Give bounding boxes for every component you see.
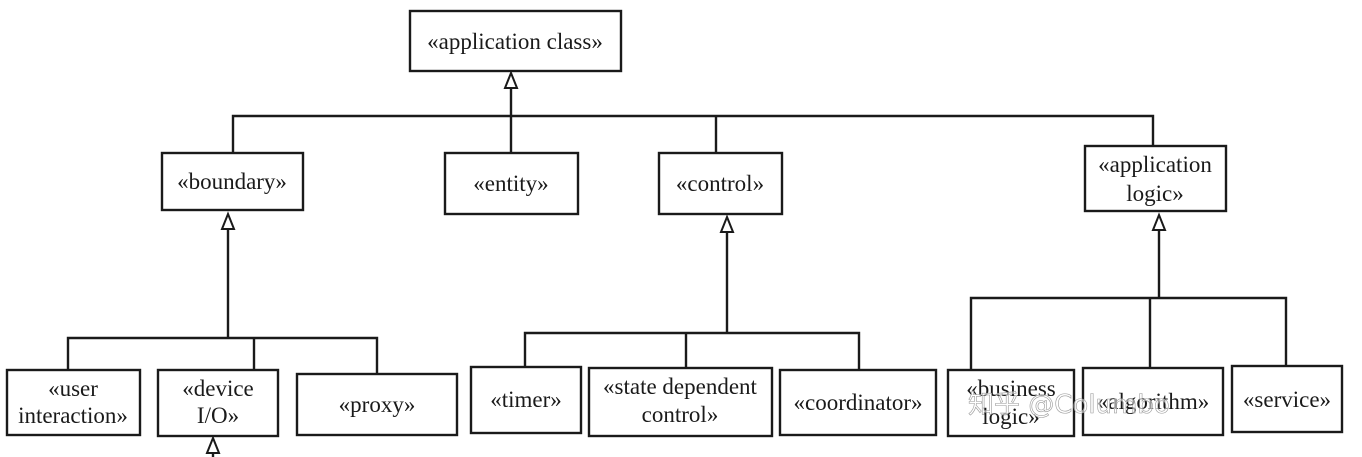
box-label-line-2: logic» — [1126, 181, 1184, 206]
box-label: «boundary» — [177, 169, 287, 194]
box-label: «application class» — [427, 29, 603, 54]
box-label: «coordinator» — [793, 390, 922, 415]
connector-control-bus — [523, 331, 861, 370]
connector-boundary-bus — [66, 336, 379, 374]
generalization-arrow-icon — [503, 70, 519, 89]
class-box-proxy: «proxy» — [295, 372, 459, 437]
box-label-line-1: «user — [48, 376, 98, 401]
box-label-line-1: «business — [966, 376, 1056, 401]
box-label-line-2: control» — [642, 402, 719, 427]
class-box-entity: «entity» — [443, 151, 580, 216]
class-box-application-logic: «application logic» — [1083, 144, 1228, 213]
class-box-algorithm: «algorithm» — [1081, 366, 1225, 437]
class-box-state-dependent-control: «state dependent control» — [587, 366, 774, 438]
box-label: «timer» — [490, 387, 562, 412]
box-label: «proxy» — [339, 392, 416, 417]
class-box-coordinator: «coordinator» — [778, 368, 938, 437]
generalization-arrow-icon — [220, 211, 236, 230]
class-box-business-logic: «business logic» — [946, 368, 1076, 438]
box-label-line-1: «state dependent — [603, 374, 758, 399]
connector-application-logic-bus — [969, 296, 1288, 370]
box-label-line-2: logic» — [982, 404, 1040, 429]
class-box-timer: «timer» — [469, 365, 583, 435]
class-box-user-interaction: «user interaction» — [5, 368, 142, 437]
class-box-control: «control» — [657, 151, 784, 216]
box-label-line-1: «application — [1098, 152, 1212, 177]
connector-level1-bus — [231, 114, 1155, 153]
class-box-boundary: «boundary» — [160, 151, 305, 212]
generalization-arrow-icon — [719, 214, 735, 233]
box-label-line-1: «device — [182, 376, 254, 401]
arrowheads — [205, 70, 1167, 454]
box-label-line-2: I/O» — [197, 403, 239, 428]
class-box-application-class: «application class» — [408, 9, 623, 73]
class-box-service: «service» — [1230, 364, 1344, 434]
box-label: «service» — [1243, 387, 1331, 412]
watermark: 知乎 @Columbo — [968, 390, 1170, 420]
generalization-arrow-icon — [205, 435, 221, 454]
box-label: «control» — [676, 171, 764, 196]
box-label: «entity» — [473, 171, 548, 196]
generalization-arrow-icon — [1151, 212, 1167, 231]
class-box-device-io: «device I/O» — [156, 368, 280, 438]
box-label-line-2: interaction» — [18, 403, 128, 428]
connectors — [66, 86, 1288, 457]
box-label: «algorithm» — [1097, 389, 1209, 414]
